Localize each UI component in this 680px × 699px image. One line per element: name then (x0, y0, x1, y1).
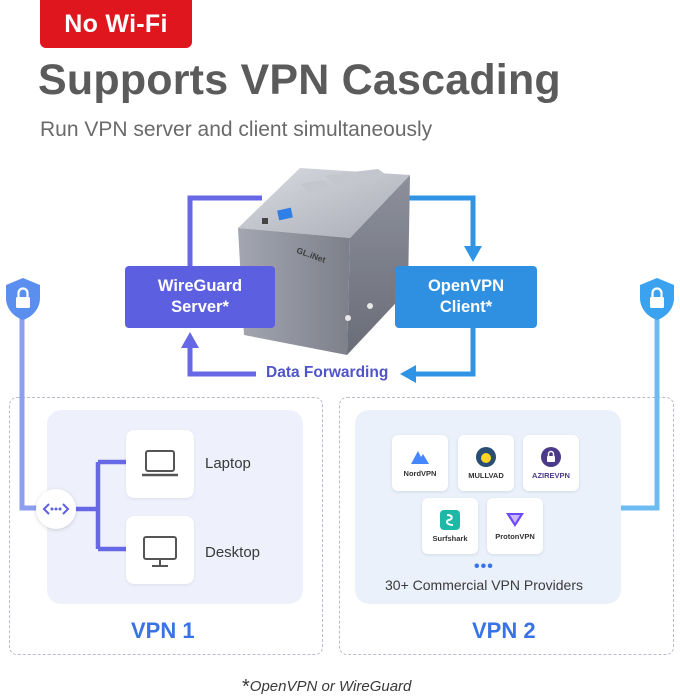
provider-nordvpn: NordVPN (392, 435, 448, 491)
footnote: *OpenVPN or WireGuard (242, 676, 411, 699)
router-to-client-line (388, 195, 476, 248)
arrowhead-up-icon (181, 332, 199, 348)
provider-mullvad: MULLVAD (458, 435, 514, 491)
provider-protonvpn: ProtonVPN (487, 498, 543, 554)
provider-name: AZIREVPN (532, 471, 570, 480)
server-line1: WireGuard (157, 277, 243, 295)
vpn1-label: VPN 1 (131, 618, 195, 643)
footnote-text: OpenVPN or WireGuard (249, 678, 412, 695)
openvpn-client-label: OpenVPN Client* (395, 266, 537, 328)
vpn1-panel (9, 397, 323, 655)
server-to-router-line (187, 195, 262, 266)
laptop-card (126, 430, 194, 498)
network-hub-icon (36, 489, 76, 529)
client-return-line (414, 328, 476, 377)
provider-name: Surfshark (432, 534, 468, 543)
desktop-card (126, 516, 194, 584)
provider-surfshark: Surfshark (422, 498, 478, 554)
page-subtitle: Run VPN server and client simultaneously (40, 118, 433, 141)
vpn2-shield-icon (637, 276, 677, 327)
azirevpn-logo-icon (541, 447, 561, 467)
surfshark-logo-icon (440, 510, 460, 530)
client-line1: OpenVPN (427, 277, 505, 295)
forward-to-server-line (187, 346, 256, 377)
protonvpn-logo-icon (506, 513, 524, 527)
arrowhead-down-icon (464, 246, 482, 262)
data-forwarding-label: Data Forwarding (266, 364, 389, 381)
vpn2-label: VPN 2 (472, 618, 536, 643)
nordvpn-logo-icon (411, 451, 429, 464)
desktop-label: Desktop (205, 544, 261, 561)
mullvad-logo-icon (476, 447, 496, 467)
wireguard-server-label: WireGuard Server* (125, 266, 275, 328)
client-line2: Client* (439, 298, 493, 316)
vpn1-shield-icon (3, 276, 43, 327)
no-wifi-badge: No Wi-Fi (40, 0, 192, 48)
provider-name: MULLVAD (468, 471, 504, 480)
footnote-asterisk: * (242, 676, 250, 698)
page-title: Supports VPN Cascading (38, 56, 561, 104)
arrowhead-left-icon (400, 365, 416, 383)
provider-name: NordVPN (403, 469, 437, 478)
laptop-label: Laptop (205, 455, 251, 472)
desktop-icon (143, 536, 177, 567)
providers-count-label: 30+ Commercial VPN Providers (385, 577, 584, 593)
server-line2: Server* (171, 298, 229, 316)
more-providers-dots: ••• (474, 558, 494, 575)
provider-name: ProtonVPN (495, 532, 535, 541)
provider-azirevpn: AZIREVPN (523, 435, 579, 491)
vpn2-panel (339, 397, 674, 655)
laptop-icon (142, 450, 178, 477)
